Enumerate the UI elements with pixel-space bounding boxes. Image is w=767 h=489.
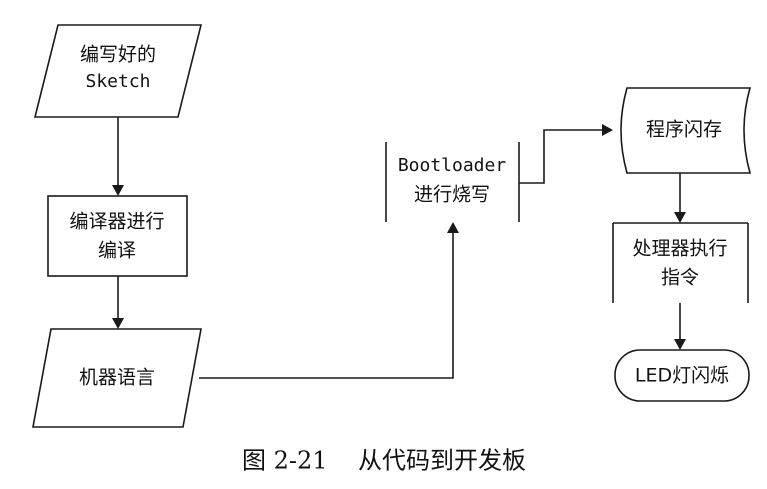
node-cpu-line1: 处理器执行 — [632, 238, 727, 260]
node-sketch: 编写好的 Sketch — [33, 24, 203, 118]
terminator-shape — [614, 349, 750, 402]
output-parallelogram-shape — [32, 328, 202, 428]
edges — [112, 117, 686, 379]
edge-machine-to-bootloader — [199, 222, 459, 379]
node-flash: 程序闪存 — [620, 87, 752, 174]
edge-compile-to-machine — [112, 276, 124, 329]
node-bootloader-line1: Bootloader — [398, 155, 507, 176]
node-led: LED灯闪烁 — [614, 349, 750, 402]
input-parallelogram-shape — [33, 24, 203, 118]
edge-sketch-to-compile — [112, 117, 124, 196]
edge-flash-to-cpu — [674, 173, 686, 223]
node-sketch-line2: Sketch — [85, 71, 150, 92]
figure-caption: 图 2-21 从代码到开发板 — [242, 447, 526, 475]
node-compile: 编译器进行 编译 — [47, 195, 188, 277]
node-cpu-line2: 指令 — [661, 267, 699, 289]
node-compile-line1: 编译器进行 — [69, 211, 164, 233]
edge-cpu-to-led — [674, 303, 686, 350]
node-cpu: 处理器执行 指令 — [612, 222, 749, 303]
edge-bootloader-to-flash — [519, 124, 613, 184]
node-led-label: LED灯闪烁 — [635, 365, 729, 387]
node-compile-line2: 编译 — [98, 240, 136, 262]
node-machine-label: 机器语言 — [79, 367, 155, 389]
node-flash-label: 程序闪存 — [646, 119, 722, 141]
node-bootloader: Bootloader 进行烧写 — [385, 142, 520, 222]
node-sketch-line1: 编写好的 — [80, 44, 156, 66]
stored-data-shape — [620, 87, 752, 174]
process-box-shape — [47, 195, 188, 277]
node-machine: 机器语言 — [32, 328, 202, 428]
node-bootloader-line2: 进行烧写 — [414, 184, 490, 206]
